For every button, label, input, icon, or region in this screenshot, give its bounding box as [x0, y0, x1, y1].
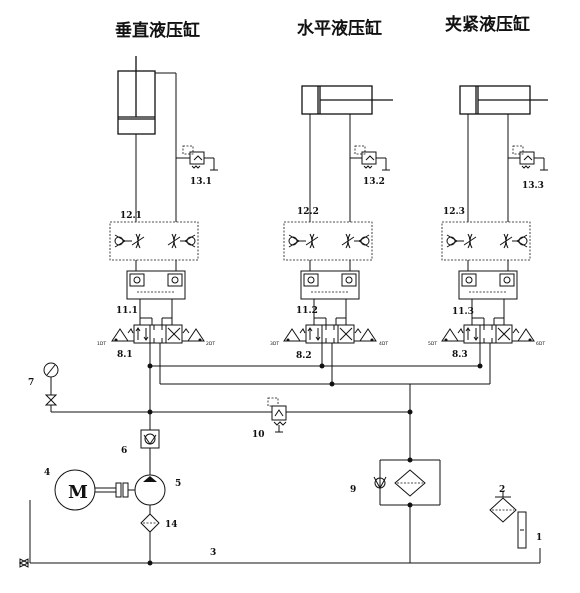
- tank-line-3: [18, 500, 541, 568]
- solenoid-2dt: 2DT: [206, 341, 215, 347]
- label-8-1: 8.1: [117, 350, 133, 360]
- motor-symbol: M: [68, 482, 88, 503]
- relief-valve-13-2: [350, 145, 390, 171]
- title-vertical-cylinder: 垂直液压缸: [115, 20, 200, 41]
- label-1: 1: [536, 533, 542, 543]
- check-valve-6: [140, 429, 160, 475]
- motor-4: M: [54, 469, 135, 511]
- directional-valve-8-3: [441, 324, 535, 344]
- title-horizontal-cylinder: 水平液压缸: [297, 18, 382, 39]
- label-8-3: 8.3: [452, 350, 468, 360]
- label-11-2: 11.2: [296, 306, 318, 316]
- horizontal-cylinder: [301, 85, 393, 115]
- relief-valve-13-3: [508, 145, 548, 171]
- hydraulic-lock-11-2: [300, 270, 360, 300]
- label-7: 7: [28, 378, 34, 388]
- label-10: 10: [252, 430, 265, 440]
- pressure-manifold: [147, 363, 490, 460]
- solenoid-5dt: 5DT: [428, 341, 437, 347]
- label-3: 3: [210, 548, 216, 558]
- solenoid-1dt: 1DT: [97, 341, 106, 347]
- label-12-1: 12.1: [120, 211, 142, 221]
- label-11-3: 11.3: [452, 307, 474, 317]
- solenoid-6dt: 6DT: [536, 341, 545, 347]
- label-13-1: 13.1: [190, 177, 212, 187]
- label-8-2: 8.2: [296, 351, 312, 361]
- return-filter-9: [373, 457, 441, 563]
- label-2: 2: [499, 485, 505, 495]
- solenoid-4dt: 4DT: [379, 341, 388, 347]
- throttle-check-block-12-2: [283, 221, 373, 261]
- main-relief-valve-10: [150, 397, 413, 433]
- clamp-cylinder: [459, 85, 548, 115]
- pressure-gauge-7: [43, 362, 153, 415]
- label-12-2: 12.2: [297, 207, 319, 217]
- label-5: 5: [175, 479, 181, 489]
- label-14: 14: [165, 520, 178, 530]
- label-4: 4: [44, 468, 50, 478]
- label-6: 6: [121, 446, 127, 456]
- label-13-3: 13.3: [522, 181, 544, 191]
- relief-valve-13-1: [176, 145, 218, 171]
- directional-valve-8-2: [283, 324, 377, 344]
- throttle-check-block-12-1: [109, 221, 199, 261]
- title-clamp-cylinder: 夹紧液压缸: [445, 14, 530, 35]
- throttle-check-block-12-3: [441, 221, 531, 261]
- hydraulic-lock-11-1: [126, 270, 186, 300]
- pump-5: [134, 474, 166, 514]
- solenoid-3dt: 3DT: [270, 341, 279, 347]
- air-breather-2: [489, 492, 517, 523]
- label-13-2: 13.2: [363, 177, 385, 187]
- directional-valve-8-1: [111, 324, 205, 344]
- label-9: 9: [350, 485, 356, 495]
- hydraulic-lock-11-3: [458, 270, 518, 300]
- suction-filter-14: [140, 513, 160, 563]
- level-gauge-1: [517, 511, 527, 549]
- vertical-cylinder: [117, 56, 156, 135]
- label-11-1: 11.1: [116, 306, 138, 316]
- label-12-3: 12.3: [443, 207, 465, 217]
